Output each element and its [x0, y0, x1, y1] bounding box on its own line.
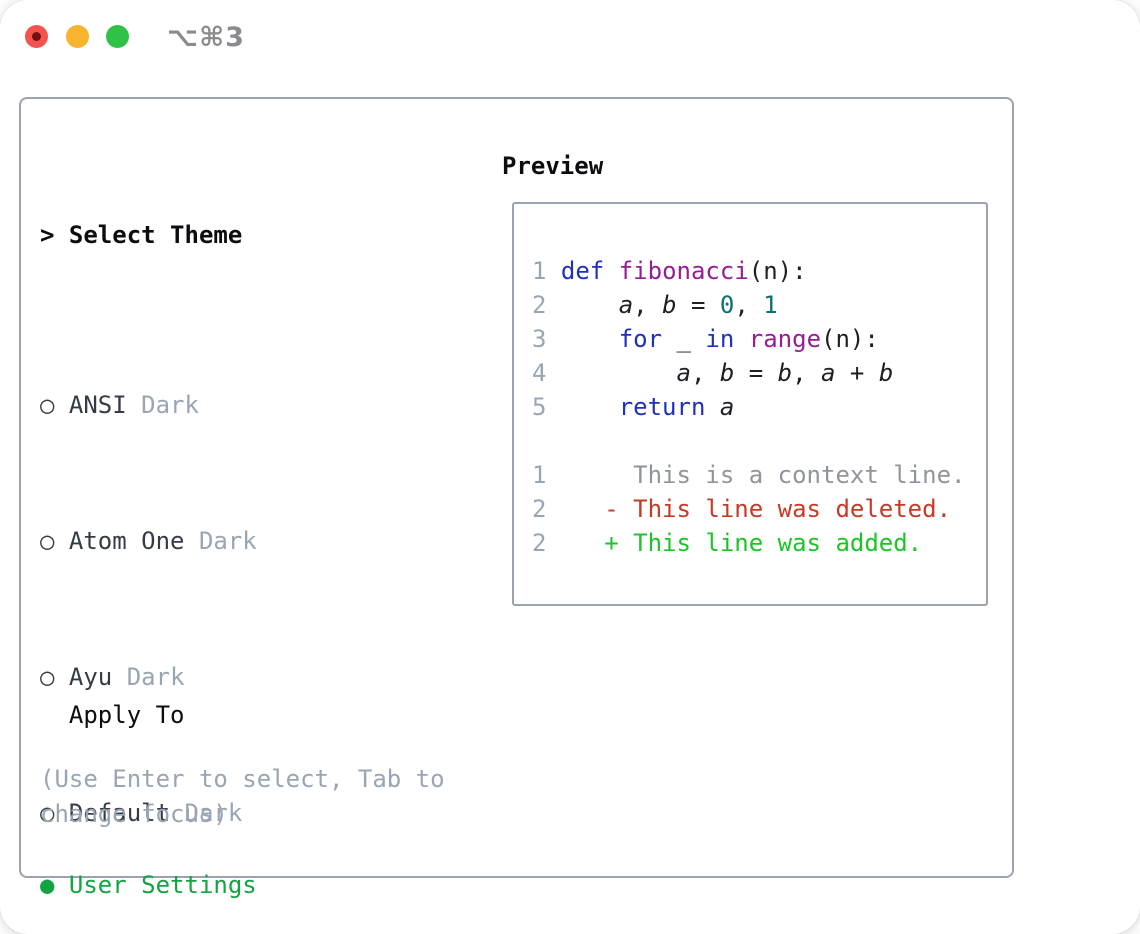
code-line: 5 return a — [532, 393, 735, 421]
code-preview: 1 def fibonacci(n): 2 a, b = 0, 1 3 for _ … — [532, 254, 965, 560]
radio-circle-icon: ○ — [40, 527, 55, 555]
close-button[interactable] — [25, 25, 48, 48]
radio-circle-icon: ○ — [40, 799, 55, 827]
apply-to-header: Apply To — [40, 698, 329, 732]
theme-name: ANSI — [68, 391, 127, 419]
code-line: 1 def fibonacci(n): — [532, 257, 807, 285]
titlebar: ⌥⌘3 — [0, 0, 1140, 74]
theme-option[interactable]: ○ Default Dark — [40, 796, 343, 830]
apply-to-section: Apply To ● User Settings ○ Workspace Set… — [40, 630, 329, 934]
code-line — [532, 424, 965, 458]
theme-name: Atom One — [68, 527, 185, 555]
code-line: 1 This is a context line. — [532, 461, 966, 489]
radio-circle-icon: ● — [40, 871, 55, 899]
theme-name: Ayu — [68, 663, 113, 691]
theme-option[interactable]: ○ Ayu Dark — [40, 660, 343, 694]
code-line: 3 for _ in range(n): — [532, 325, 879, 353]
apply-to-option[interactable]: ● User Settings — [40, 868, 329, 902]
theme-list-header: > Select Theme — [40, 218, 343, 252]
theme-variant: Dark — [126, 663, 185, 691]
code-line: 2 + This line was added. — [532, 529, 923, 557]
apply-to-label: User Settings — [68, 871, 257, 899]
theme-option[interactable]: ○ ANSI Dark — [40, 388, 343, 422]
radio-circle-icon: ○ — [40, 391, 55, 419]
theme-variant: Dark — [184, 799, 243, 827]
keyboard-hint: (Use Enter to select, Tab to change focu… — [40, 765, 445, 828]
preview-box: 1 def fibonacci(n): 2 a, b = 0, 1 3 for _ … — [512, 202, 988, 606]
minimize-button[interactable] — [66, 25, 89, 48]
preview-title: Preview — [502, 152, 604, 180]
main-panel: > Select Theme ○ ANSI Dark ○ Atom One Da… — [19, 97, 1014, 899]
theme-list: > Select Theme ○ ANSI Dark ○ Atom One Da… — [40, 150, 343, 934]
prompt-icon: > — [40, 221, 55, 249]
theme-name: Default — [68, 799, 171, 827]
theme-variant: Dark — [141, 391, 199, 419]
window-title: ⌥⌘3 — [167, 22, 245, 53]
theme-variant: Dark — [198, 527, 257, 555]
apply-to-title: Apply To — [68, 701, 185, 729]
code-line: 2 - This line was deleted. — [532, 495, 952, 523]
zoom-button[interactable] — [106, 25, 129, 48]
code-line: 2 a, b = 0, 1 — [532, 291, 778, 319]
theme-list-title: Select Theme — [68, 221, 243, 249]
radio-circle-icon: ○ — [40, 663, 55, 691]
code-line: 4 a, b = b, a + b — [532, 359, 894, 387]
theme-option[interactable]: ○ Atom One Dark — [40, 524, 343, 558]
